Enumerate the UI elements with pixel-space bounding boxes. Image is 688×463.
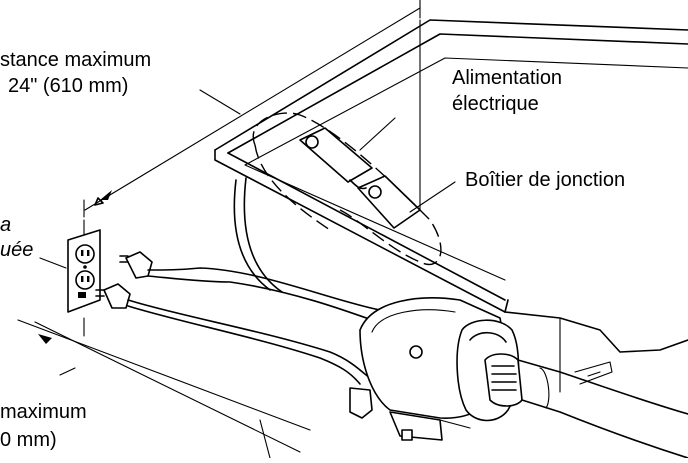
pump-motor <box>349 297 688 459</box>
junction-box <box>252 112 456 266</box>
label-outlet-2: uée <box>0 239 33 261</box>
label-max-distance-top-1: stance maximum <box>0 49 151 71</box>
label-max-distance-bottom-2: 0 mm) <box>0 429 57 451</box>
label-max-distance-top-2: 24" (610 mm) <box>8 75 128 97</box>
tub-deck <box>214 19 688 393</box>
label-max-distance-bottom-1: maximum <box>0 401 87 423</box>
wall-outlet <box>39 219 101 337</box>
labels: stance maximum 24" (610 mm) Alimentation… <box>0 49 625 451</box>
label-power-supply-2: électrique <box>452 93 539 115</box>
label-outlet-1: a <box>0 214 11 236</box>
label-power-supply-1: Alimentation <box>452 67 562 89</box>
label-junction-box: Boîtier de jonction <box>465 169 625 191</box>
top-dimension <box>83 0 421 218</box>
bottom-dimension <box>17 319 311 459</box>
power-cords <box>95 177 421 385</box>
